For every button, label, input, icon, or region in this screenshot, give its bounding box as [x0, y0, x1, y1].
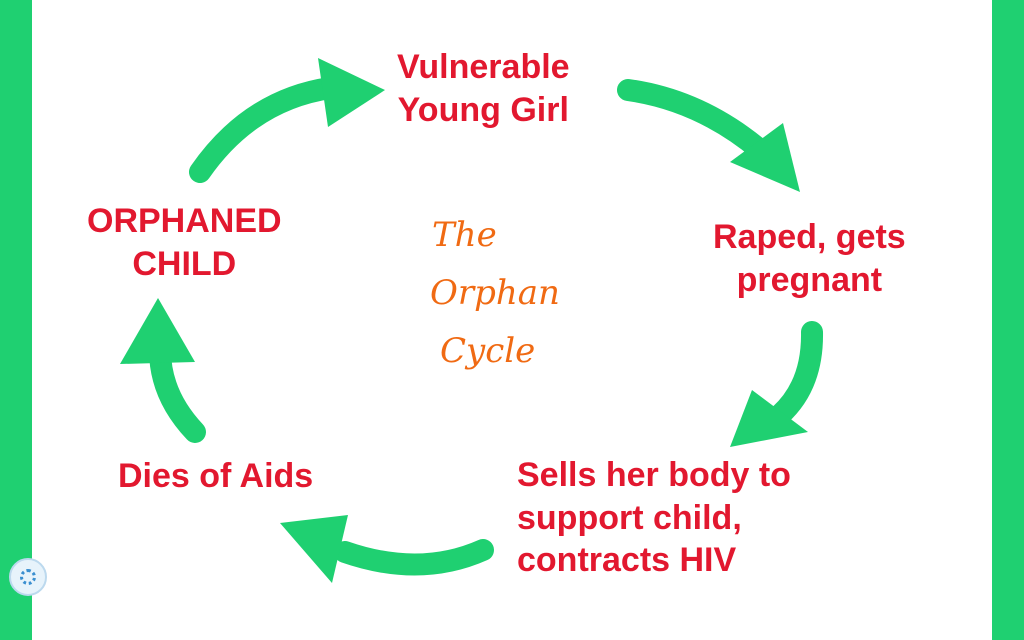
left-green-border — [0, 0, 32, 640]
node-line: support child, — [517, 498, 742, 537]
title-line: Cycle — [440, 331, 536, 371]
node-line: pregnant — [736, 260, 883, 299]
right-green-border — [992, 0, 1024, 640]
arrow-girl-to-raped — [617, 79, 800, 192]
arrow-sells-to-dies — [280, 515, 494, 583]
title-line: Orphan — [430, 273, 560, 313]
cycle-title: The Orphan Cycle — [430, 206, 560, 380]
node-raped-gets-pregnant: Raped, gets pregnant — [713, 216, 906, 301]
arrow-orphan-to-girl — [189, 58, 385, 183]
node-sells-her-body: Sells her body to support child, contrac… — [517, 454, 791, 582]
title-line: The — [432, 215, 497, 255]
node-dies-of-aids: Dies of Aids — [118, 455, 313, 498]
node-line: CHILD — [132, 244, 237, 283]
node-line: Vulnerable — [397, 48, 570, 86]
node-line: Raped, gets — [713, 218, 906, 256]
arrow-raped-to-sells — [730, 321, 824, 447]
node-line: contracts HIV — [517, 541, 737, 579]
node-line: Sells her body to — [517, 456, 791, 494]
node-line: Dies of Aids — [118, 457, 314, 495]
node-vulnerable-young-girl: Vulnerable Young Girl — [397, 46, 570, 131]
node-line: Young Girl — [397, 90, 569, 129]
node-orphaned-child: ORPHANED CHILD — [87, 200, 282, 285]
circular-logo-icon — [9, 558, 47, 596]
arrow-dies-to-orphan — [120, 298, 206, 443]
node-line: ORPHANED — [87, 202, 282, 240]
